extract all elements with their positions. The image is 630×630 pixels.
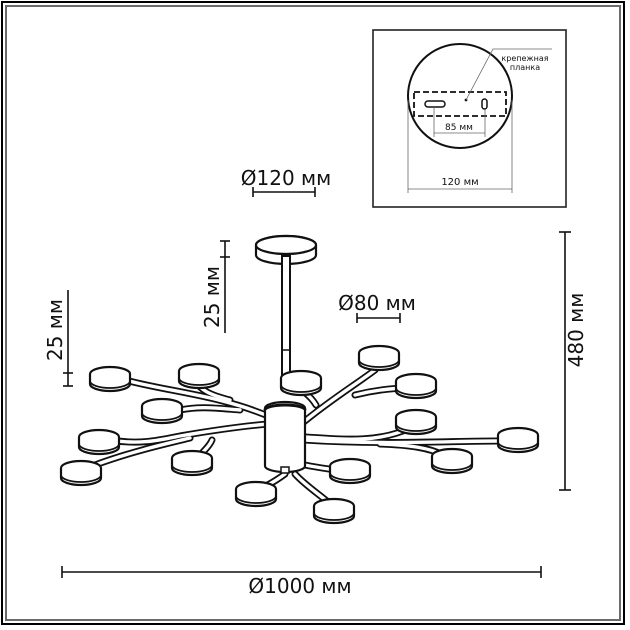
hole-spacing-label: 85 мм: [445, 123, 473, 133]
shade: [328, 457, 372, 485]
total-height-label: 480 мм: [564, 293, 588, 368]
canopy: [254, 234, 318, 266]
plate-diameter-label: 120 мм: [441, 177, 478, 188]
canopy-diameter-label: Ø120 мм: [241, 166, 331, 190]
shade: [430, 447, 474, 475]
shade: [177, 362, 221, 390]
shade: [357, 344, 401, 372]
total-diameter-label: Ø1000 мм: [248, 574, 351, 598]
shade: [170, 449, 214, 477]
bracket-label-line1: крепежная: [501, 54, 548, 63]
shade: [59, 459, 103, 487]
canopy-height-label: 25 мм: [200, 266, 224, 328]
shade: [496, 426, 540, 454]
shades: [59, 344, 540, 525]
shade: [88, 365, 132, 393]
slot-hole-icon: [424, 100, 446, 108]
round-hole-icon: [481, 98, 488, 110]
shade: [394, 408, 438, 436]
shade: [312, 497, 356, 525]
inner-frame: [5, 5, 621, 621]
shade: [394, 372, 438, 400]
bracket-label-line2: планка: [510, 63, 540, 72]
shade-height-dimension: 25 мм: [43, 290, 73, 387]
central-body: [263, 400, 307, 474]
shade: [77, 428, 121, 456]
canopy-diameter-dimension: Ø120 мм: [241, 166, 331, 197]
shade: [140, 397, 184, 425]
shade: [279, 369, 323, 397]
shade-diameter-label: Ø80 мм: [338, 291, 416, 315]
shade-height-label: 25 мм: [43, 299, 67, 361]
shade: [234, 480, 278, 508]
total-diameter-dimension: Ø1000 мм: [61, 566, 542, 598]
suspension-rod: [281, 255, 291, 377]
shade-diameter-dimension: Ø80 мм: [338, 291, 416, 323]
canopy-height-dimension: 25 мм: [200, 240, 230, 333]
mounting-plate-inset: крепежная планка 85 мм 120 мм: [372, 29, 567, 208]
total-height-dimension: 480 мм: [559, 231, 588, 491]
mounting-bracket-outline: [413, 91, 507, 117]
chandelier: [59, 234, 540, 525]
